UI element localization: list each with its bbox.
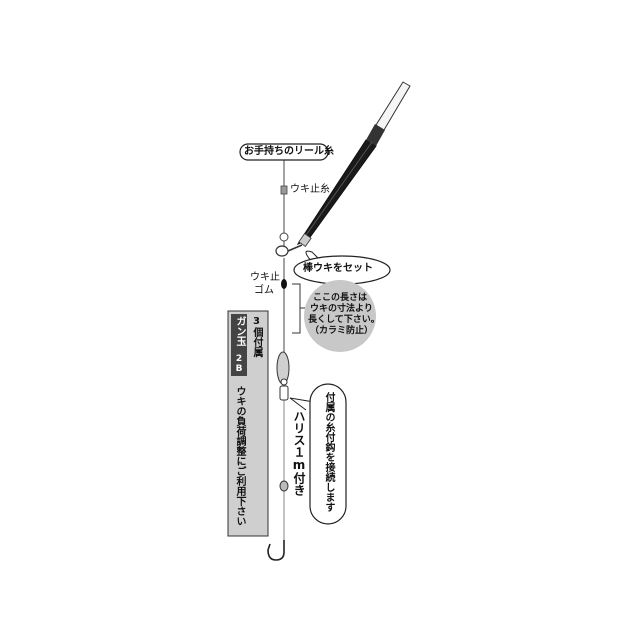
hook-note-text: 付属の糸付鈎を接続します [323,392,334,512]
length-note-line-4: （カラミ防止） [310,326,374,336]
float-swivel [275,245,289,257]
sinker-note-col-1: ガン玉 [234,316,245,346]
reel-line-label: お手持ちのリール糸 [244,146,334,157]
stopper-thread-label: ウキ止糸 [290,184,330,195]
split-shot [279,480,289,492]
harisu-label: ハリス１m付き [292,410,306,496]
length-note-line-1: ここの長さは [313,293,368,303]
sinker-note-header [231,314,247,376]
hook [267,540,285,561]
float-link [287,244,303,252]
reel-line-callout [239,143,329,161]
snap-swivel [279,385,289,401]
stopper-thread-knot [280,185,288,195]
length-bracket [292,283,301,334]
sinker-note-col-4: ウキの負荷調整にご利用下さい [234,386,245,526]
stopper-rubber [281,279,287,289]
bead [279,232,289,242]
sinker-note-col-3: 3個付属 [251,316,262,357]
swivel-ring [280,378,288,386]
stopper-rubber-label-2: ゴム [254,285,274,296]
stopper-rubber-label-1: ウキ止 [250,272,280,283]
length-note-line-3: 長くして下さい。 [308,315,380,325]
sinker-note-col-2: 2B [234,354,244,374]
stick-float [296,81,411,247]
hook-note-callout [309,383,347,525]
length-note-bubble [304,280,376,352]
float-set-label: 棒ウキをセット [303,263,373,274]
length-note-line-2: ウキの寸法より [310,304,373,314]
